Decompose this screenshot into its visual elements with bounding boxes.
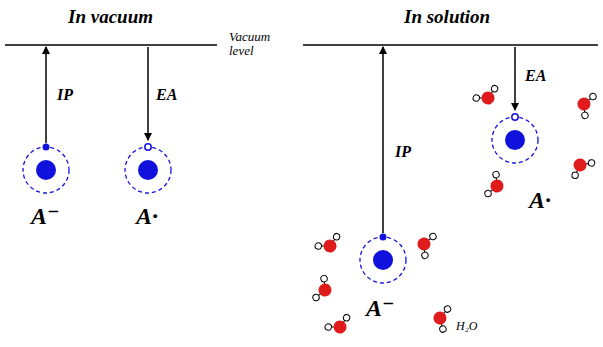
hole [512, 114, 518, 120]
nucleus [138, 160, 158, 180]
orbit [492, 117, 538, 163]
energy-label: EA [525, 67, 546, 85]
nucleus [373, 250, 393, 270]
water-molecule [431, 305, 460, 334]
water-molecule [571, 157, 595, 182]
water-molecule [307, 274, 334, 301]
level-label: Vacuum level [229, 30, 285, 59]
species-label: A· [529, 187, 551, 213]
water-molecule [479, 170, 506, 197]
energy-label: IP [57, 86, 73, 104]
energy-label: EA [156, 86, 177, 104]
nucleus [36, 160, 56, 180]
hole [145, 144, 151, 150]
vacuum-level-line [303, 44, 598, 45]
species-label: A· [136, 203, 158, 229]
ip-arrow [382, 47, 384, 233]
water-molecule [415, 232, 442, 259]
energy-label: IP [395, 143, 411, 161]
ea-arrow [147, 47, 149, 140]
panel-heading: In vacuum [68, 7, 153, 28]
panel-heading: In solution [404, 7, 490, 28]
water-molecule [472, 80, 499, 107]
ip-arrow [45, 47, 47, 143]
electron [380, 234, 387, 241]
nucleus [505, 130, 525, 150]
water-molecule [314, 228, 341, 255]
ea-arrow [514, 47, 516, 110]
species-label: A⁻ [31, 203, 60, 229]
orbit [125, 147, 171, 193]
species-label: A⁻ [366, 295, 395, 321]
vacuum-level-line [5, 44, 217, 45]
electron [43, 144, 50, 151]
water-molecule [324, 309, 351, 336]
water-molecule [575, 92, 602, 119]
orbit [360, 237, 406, 283]
molecule-label: H₂O [456, 320, 478, 333]
orbit [23, 147, 69, 193]
